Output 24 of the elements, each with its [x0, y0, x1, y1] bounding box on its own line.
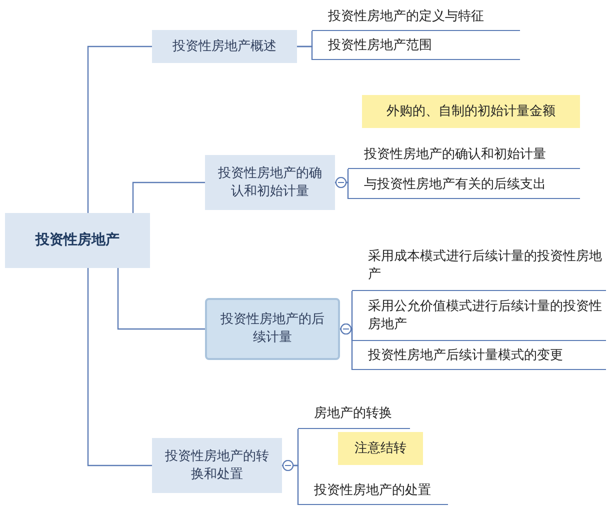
subtopic-text: 投资性房地产的确认和初始计量	[348, 143, 580, 169]
subtopic-text: 采用成本模式进行后续计量的投资性房地产	[352, 243, 606, 291]
callout-box: 外购的、自制的初始计量金额	[362, 95, 580, 128]
connector-line	[87, 46, 152, 213]
subtopic-text: 投资性房地产范围	[312, 34, 520, 60]
topic-box: 投资性房地产的后续计量	[205, 298, 340, 360]
subtopic-text: 采用公允价值模式进行后续计量的投资性房地产	[352, 293, 606, 341]
connector-line	[340, 324, 353, 370]
subtopic-text: 投资性房地产的处置	[298, 478, 448, 505]
topic-box: 投资性房地产概述	[152, 30, 297, 63]
connector-line	[282, 460, 299, 505]
connector-line	[335, 177, 349, 199]
connector-line	[132, 182, 205, 213]
connector-line	[117, 268, 205, 330]
subtopic-text: 房地产的转换	[298, 401, 410, 429]
central-topic-box: 投资性房地产	[5, 213, 150, 268]
connector-line	[297, 46, 313, 60]
subtopic-text: 投资性房地产的定义与特征	[312, 5, 520, 31]
subtopic-text: 投资性房地产后续计量模式的变更	[352, 343, 606, 370]
topic-box: 投资性房地产的确认和初始计量	[205, 155, 335, 210]
subtopic-text: 与投资性房地产有关的后续支出	[348, 172, 580, 199]
connector-line	[87, 268, 152, 466]
callout-box: 注意结转	[338, 432, 423, 465]
topic-box: 投资性房地产的转换和处置	[152, 438, 282, 493]
